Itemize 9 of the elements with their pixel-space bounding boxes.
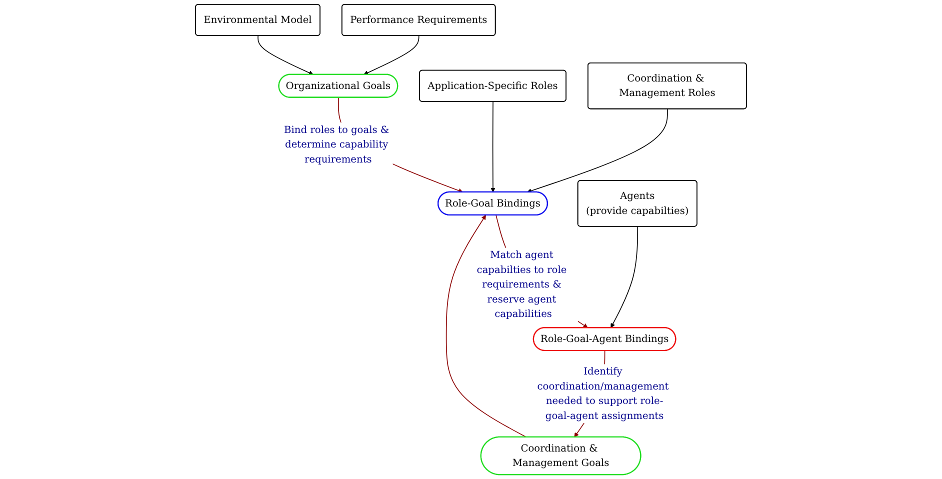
arrow — [526, 108, 668, 194]
arrow — [363, 35, 420, 75]
arrow — [446, 214, 527, 438]
edge-label: Match agent capabilties to role requirements & reserve agent capabilities — [476, 249, 567, 320]
arrow — [610, 226, 638, 328]
arrow — [490, 101, 496, 192]
arrow — [258, 35, 314, 76]
edge-label: Identify coordination/management needed to support role-goal-agent assignments — [537, 366, 669, 422]
edge-label: Bind roles to goals & determine capability requirements — [284, 124, 390, 166]
